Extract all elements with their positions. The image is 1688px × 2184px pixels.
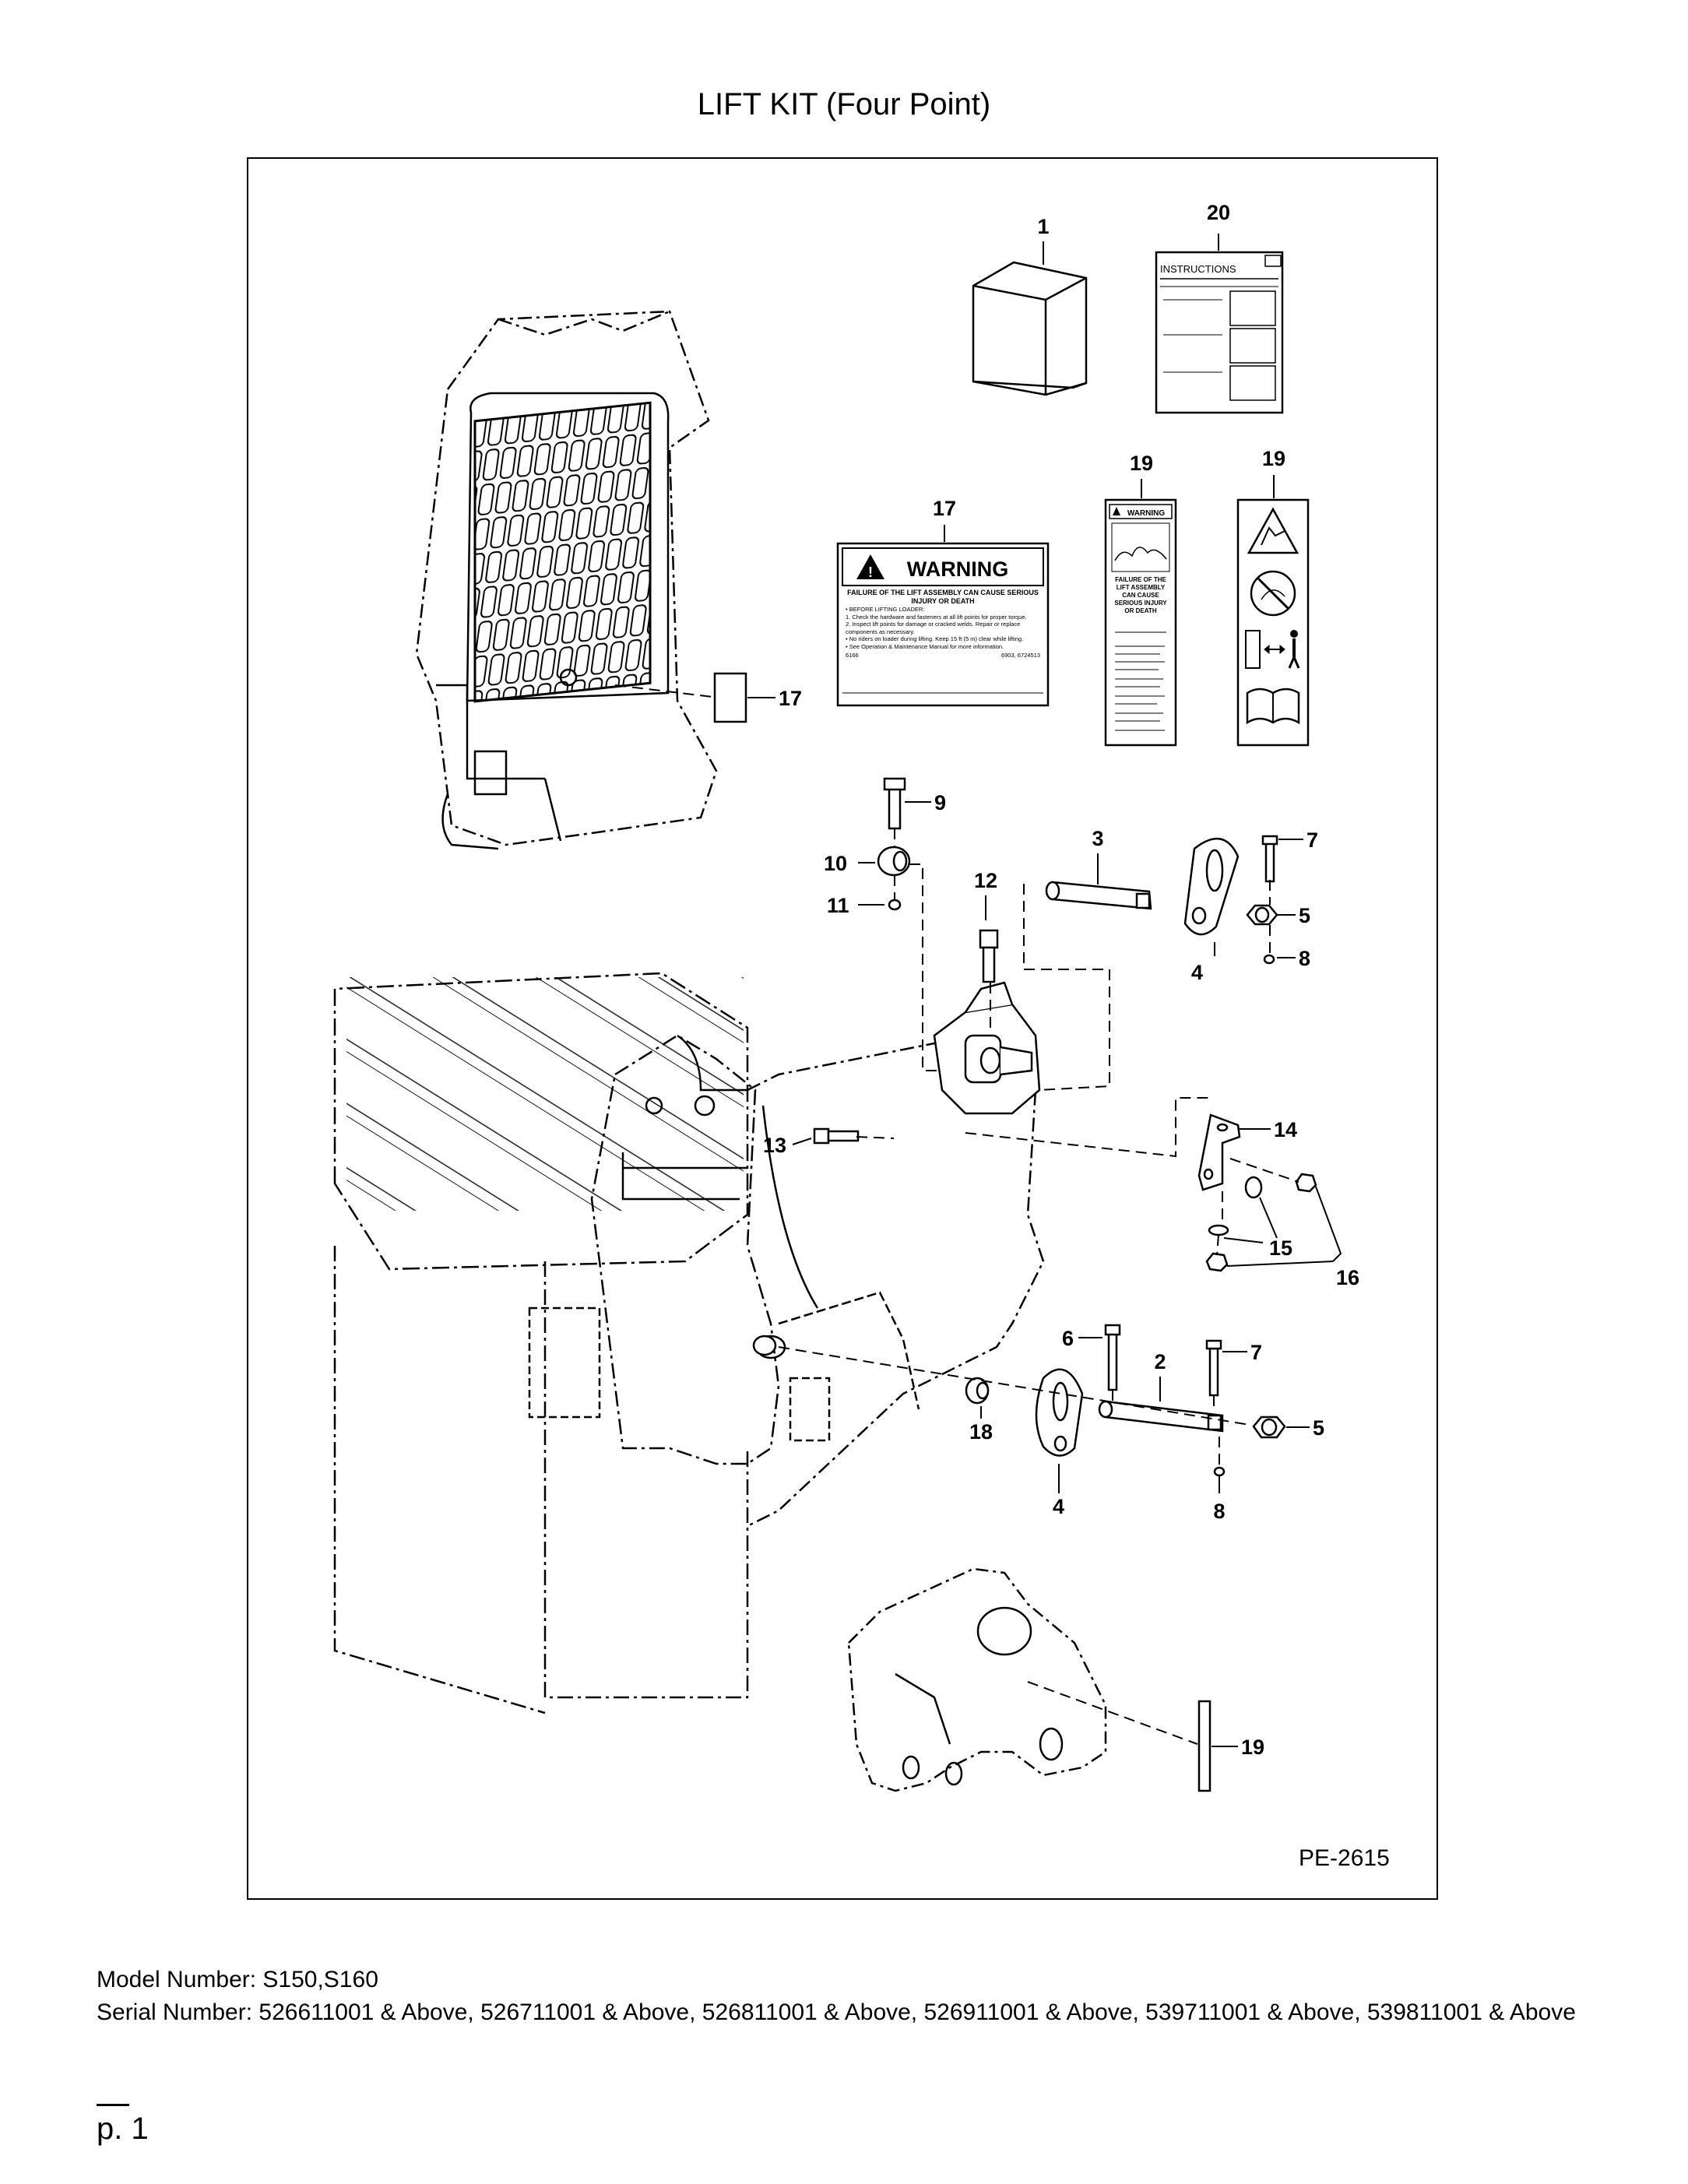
- callout-9: 9: [934, 791, 946, 814]
- diagram-frame: [247, 157, 1438, 1900]
- callout-17-decal: 17: [933, 497, 956, 520]
- decal-19-text-lines: [1115, 645, 1165, 731]
- callout-11: 11: [827, 894, 849, 917]
- callout-16: 16: [1336, 1266, 1359, 1289]
- callout-8-bottom: 8: [1213, 1500, 1225, 1523]
- decal-19-headline: FAILURE OF THE LIFT ASSEMBLY CAN CAUSE S…: [1114, 576, 1167, 614]
- callout-14: 14: [1274, 1118, 1297, 1141]
- model-number: Model Number: S150,S160: [97, 1967, 378, 1992]
- warning-decal-part-17: !: [836, 542, 1050, 707]
- svg-text:!: !: [868, 564, 873, 580]
- decal-17-line: • No riders on loader during lifting. Ke…: [846, 635, 1024, 642]
- callout-numbers: 1 20 19 19 17 17 9 10 11 12 3 7 5 4 8 13…: [763, 201, 1359, 1759]
- callout-19-decal: 19: [1130, 452, 1153, 475]
- decal-17-headline: FAILURE OF THE LIFT ASSEMBLY CAN CAUSE S…: [847, 589, 1039, 605]
- drawing-number: PE-2615: [1299, 1845, 1390, 1871]
- callout-7-bottom: 7: [1250, 1341, 1262, 1364]
- callout-15: 15: [1269, 1236, 1292, 1260]
- pictorial-decal-part-19: [1236, 498, 1310, 747]
- callout-19-bracket: 19: [1241, 1736, 1264, 1759]
- page-number: p. 1: [97, 2112, 149, 2146]
- decal-17-line: • See Operation & Maintenance Manual for…: [846, 642, 1004, 650]
- decal-17-code-right: 6903, 6724513: [1000, 652, 1040, 659]
- footer-info: Model Number: S150,S160 Serial Number: 5…: [97, 1964, 1599, 2029]
- kit-box-part-1: [972, 261, 1088, 396]
- callout-4-bottom: 4: [1053, 1495, 1064, 1518]
- upper-lift-bracket: [933, 981, 1041, 1115]
- hardware-parts: [713, 672, 1317, 1792]
- decal-17-line: 1. Check the hardware and fasteners at a…: [846, 613, 1027, 621]
- decal-17-line: 2. Inspect lift points for damage or cra…: [846, 621, 1021, 635]
- callout-4-top: 4: [1191, 961, 1203, 984]
- callout-6: 6: [1062, 1327, 1074, 1350]
- callout-2: 2: [1154, 1350, 1166, 1373]
- callout-leaders: [747, 234, 1342, 1747]
- assembly-leader-lines: [614, 684, 1299, 1745]
- decal-19-header: WARNING: [1127, 509, 1166, 518]
- footer-rule: [97, 2104, 129, 2106]
- callout-20: 20: [1207, 201, 1230, 224]
- instructions-sheet-part-20: [1155, 251, 1284, 414]
- loader-lift-arms: [333, 972, 1045, 1714]
- loader-cab: [415, 310, 718, 850]
- page-title: LIFT KIT (Four Point): [697, 87, 991, 121]
- callout-3: 3: [1092, 827, 1103, 850]
- serial-number: Serial Number: 526611001 & Above, 526711…: [97, 1999, 1576, 2025]
- callout-12: 12: [974, 869, 997, 892]
- callout-13: 13: [763, 1134, 786, 1157]
- callout-7-top: 7: [1306, 828, 1318, 852]
- callout-1: 1: [1037, 215, 1049, 238]
- instructions-label: INSTRUCTIONS: [1160, 263, 1236, 275]
- callout-17-cab: 17: [779, 687, 802, 710]
- decal-17-line: • BEFORE LIFTING LOADER:: [846, 606, 925, 613]
- callout-10: 10: [824, 852, 847, 875]
- callout-5-bottom: 5: [1313, 1416, 1324, 1440]
- callout-19-pictorial: 19: [1262, 447, 1285, 470]
- callout-5-top: 5: [1299, 904, 1310, 927]
- callout-8-top: 8: [1299, 947, 1310, 970]
- decal-17-code-left: 6166: [846, 652, 859, 659]
- callout-18: 18: [969, 1420, 993, 1444]
- decal-17-header: WARNING: [907, 557, 1009, 581]
- rear-lift-bracket: [847, 1567, 1107, 1792]
